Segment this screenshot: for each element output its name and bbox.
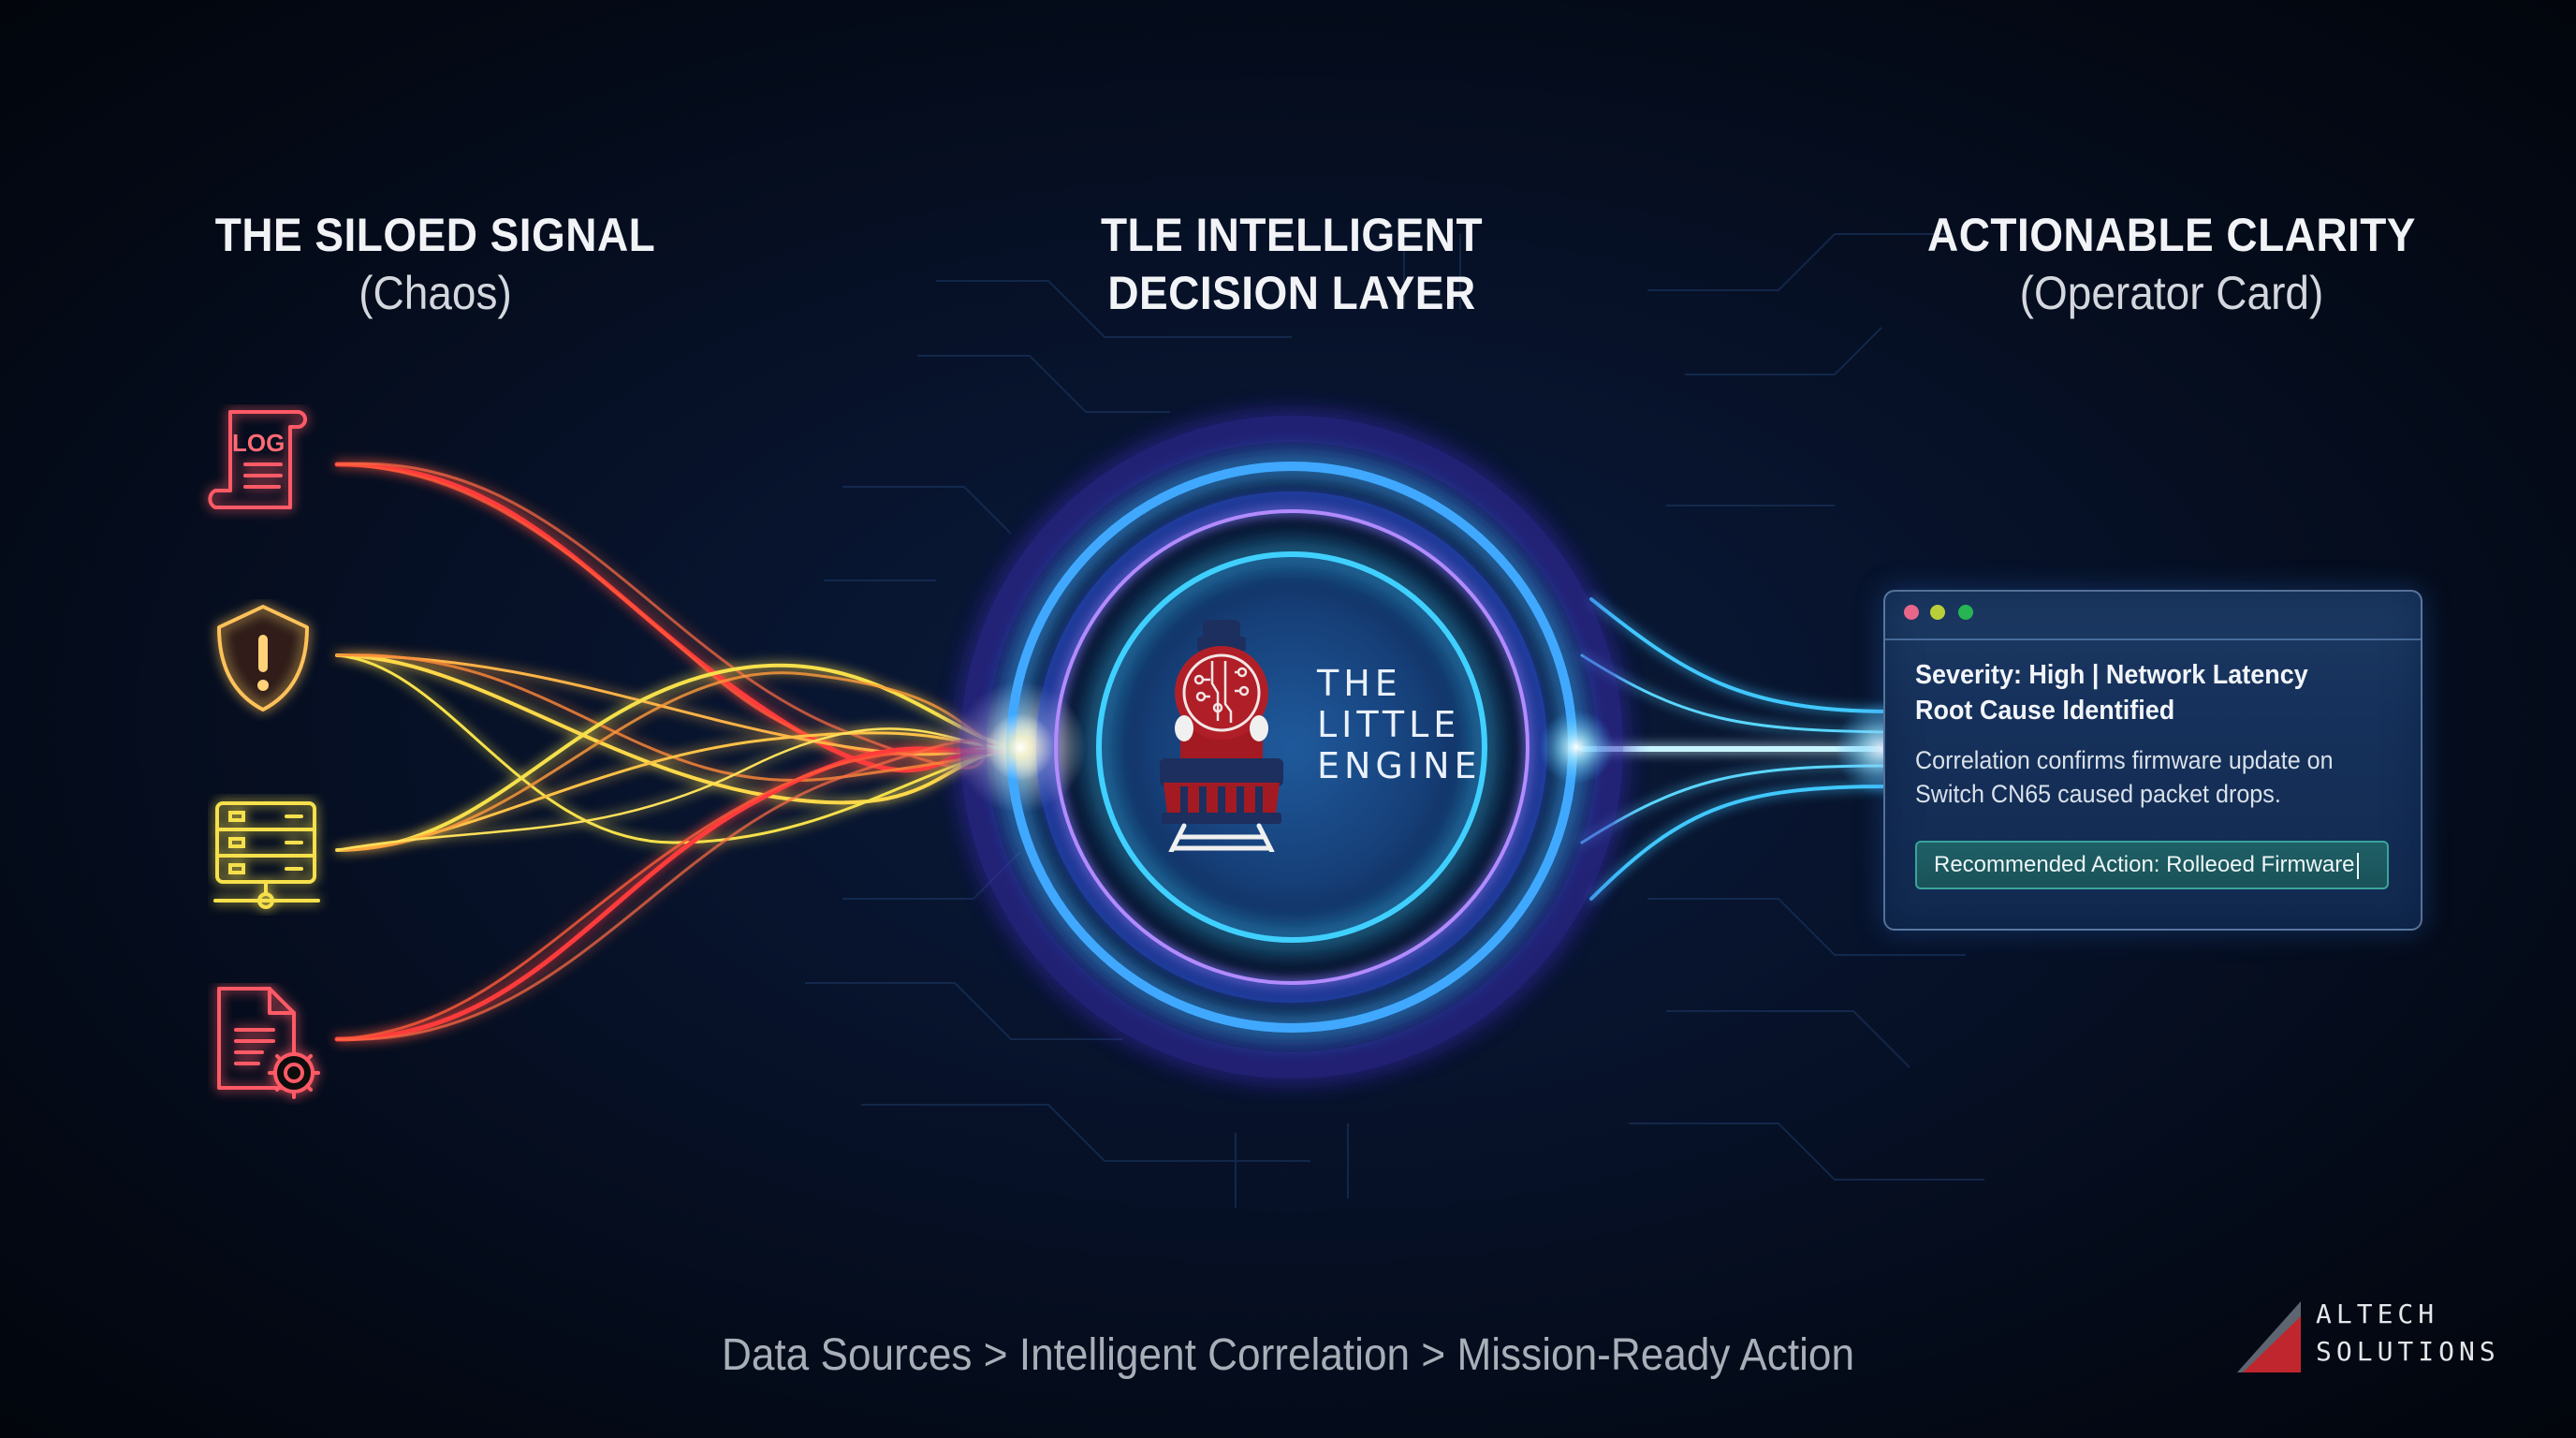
heading-title-line2: DECISION LAYER	[1107, 267, 1476, 319]
engine-wordmark: THE LITTLE ENGINE	[1317, 663, 1482, 786]
heading-title-line1: TLE INTELLIGENT	[1100, 209, 1484, 261]
heading-subtitle: (Operator Card)	[2019, 267, 2324, 319]
operator-card: Severity: High | Network Latency Root Ca…	[1883, 590, 2422, 931]
window-minimize-dot[interactable]	[1930, 605, 1945, 620]
triangle-logo-icon	[2237, 1301, 2301, 1372]
log-label: LOG	[232, 429, 285, 457]
server-icon	[213, 801, 320, 909]
card-title: Severity: High | Network Latency Root Ca…	[1915, 657, 2368, 728]
brand-line1: ALTECH	[2316, 1299, 2439, 1329]
text-cursor	[2356, 852, 2359, 879]
flow-tagline: Data Sources > Intelligent Correlation >…	[721, 1330, 1855, 1380]
window-close-dot[interactable]	[1904, 605, 1919, 620]
card-body-line2: Switch CN65 caused packet drops.	[1915, 780, 2281, 808]
recommended-action-text: Recommended Action: Rolleoed Firmware	[1934, 852, 2355, 877]
shield-alert-icon	[217, 605, 309, 712]
little-engine-logo: THE LITTLE ENGINE	[1156, 618, 1680, 861]
heading-decision-layer: TLE INTELLIGENT DECISION LAYER	[1011, 206, 1573, 322]
card-title-line1: Severity: High | Network Latency	[1915, 660, 2308, 690]
heading-subtitle: (Chaos)	[359, 267, 512, 319]
circuit-traces	[805, 233, 1984, 1208]
heading-siloed-signal: THE SILOED SIGNAL (Chaos)	[150, 206, 721, 322]
engine-name-line2: LITTLE	[1317, 704, 1461, 745]
altech-logo: ALTECH SOLUTIONS	[2235, 1292, 2516, 1386]
card-titlebar	[1885, 592, 2421, 640]
window-maximize-dot[interactable]	[1958, 605, 1973, 620]
brand-line2: SOLUTIONS	[2316, 1336, 2500, 1367]
recommended-action-field[interactable]: Recommended Action: Rolleoed Firmware	[1915, 841, 2389, 889]
locomotive-circuit-icon	[1160, 620, 1283, 852]
heading-actionable-clarity: ACTIONABLE CLARITY (Operator Card)	[1872, 206, 2471, 322]
card-body-line1: Correlation confirms firmware update on	[1915, 746, 2334, 774]
signal-streams-in	[334, 462, 1014, 1042]
engine-name-line1: THE	[1317, 663, 1402, 704]
card-body: Correlation confirms firmware update on …	[1915, 743, 2368, 811]
heading-title: THE SILOED SIGNAL	[214, 209, 656, 261]
document-gear-icon	[217, 987, 320, 1099]
engine-name-line3: ENGINE	[1317, 745, 1482, 786]
heading-title: ACTIONABLE CLARITY	[1927, 209, 2416, 261]
brand-wordmark: ALTECH SOLUTIONS	[2316, 1296, 2500, 1371]
log-scroll-icon: LOG	[208, 410, 307, 509]
card-title-line2: Root Cause Identified	[1915, 696, 2175, 726]
